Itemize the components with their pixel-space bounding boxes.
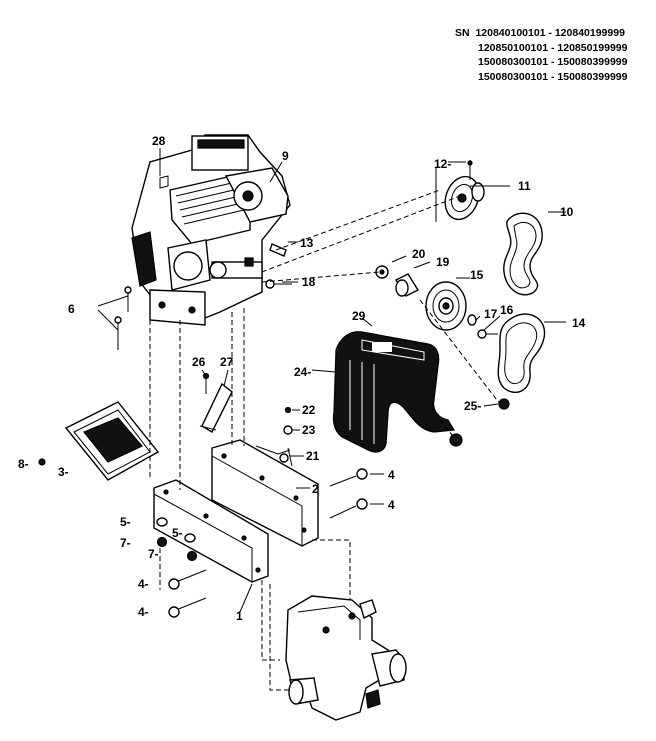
callout-27: 27	[220, 355, 234, 369]
callout-3: 3-	[58, 465, 69, 479]
serial-row-3: 150080300101 - 150080399999	[455, 55, 651, 70]
callout-18: 18	[302, 275, 316, 289]
serial-range: 120850100101 - 120850199999	[478, 41, 628, 54]
callout-17: 17	[484, 307, 498, 321]
callout-4c: 4-	[138, 577, 149, 591]
callout-24: 24-	[294, 365, 311, 379]
serial-range: 120840100101 - 120840199999	[475, 27, 625, 39]
washer-20	[375, 265, 389, 279]
fastener-23	[283, 425, 293, 435]
pin-26	[202, 372, 210, 394]
callout-21: 21	[306, 449, 320, 463]
callout-13: 13	[300, 236, 314, 250]
callout-7b: 7-	[148, 547, 159, 561]
leader-lines	[97, 148, 566, 691]
belt-14	[497, 313, 546, 393]
belt-cover	[332, 331, 456, 453]
callout-1: 1	[236, 609, 243, 623]
callout-4a: 4	[388, 468, 395, 482]
engine-pulley	[444, 160, 485, 221]
serial-row-1: SN 120840100101 - 120840199999	[455, 26, 651, 41]
callout-5a: 5-	[120, 515, 131, 529]
callout-14: 14	[572, 316, 586, 330]
bolt-16	[477, 329, 498, 339]
callout-15: 15	[470, 268, 484, 282]
fastener-18	[265, 279, 292, 289]
callout-29: 29	[352, 309, 366, 323]
callout-20: 20	[412, 247, 426, 261]
fastener-13	[269, 243, 287, 257]
belt-10	[503, 212, 543, 296]
bushing-19	[394, 273, 420, 297]
shield-3	[38, 401, 160, 481]
serial-range: 150080300101 - 150080399999	[478, 56, 628, 68]
bolts-4	[168, 468, 368, 618]
callout-12: 12-	[434, 157, 451, 171]
washers-5	[156, 517, 196, 543]
callout-26: 26	[192, 355, 206, 369]
bolts-6	[114, 286, 132, 350]
callout-6: 6	[68, 302, 75, 316]
callout-5b: 5-	[172, 526, 183, 540]
callout-10: 10	[560, 205, 574, 219]
serial-prefix: SN	[455, 27, 470, 39]
nuts-7	[156, 536, 198, 562]
callout-23: 23	[302, 423, 316, 437]
serial-row-2: 120850100101 - 120850199999	[455, 41, 651, 56]
callout-11: 11	[518, 179, 531, 193]
callout-22: 22	[302, 403, 316, 417]
serial-number-block: SN 120840100101 - 120840199999 120850100…	[455, 26, 651, 84]
callout-8: 8-	[18, 457, 29, 471]
serial-row-4: 150080300101 - 150080399999	[455, 70, 651, 85]
callout-4b: 4	[388, 498, 395, 512]
callout-25: 25-	[464, 399, 481, 413]
key-17	[467, 314, 477, 326]
pulley-15	[425, 281, 467, 331]
frame-plate-2	[211, 439, 319, 547]
frame-plate-1	[153, 479, 269, 583]
fastener-22	[284, 406, 292, 414]
transmission	[285, 595, 407, 721]
serial-range: 150080300101 - 150080399999	[478, 70, 628, 83]
rod-21	[255, 445, 293, 467]
callout-2: 2	[312, 482, 319, 496]
callout-9: 9	[282, 149, 289, 163]
callout-7a: 7-	[120, 536, 131, 550]
bracket-27	[199, 382, 233, 433]
engine-assembly	[131, 134, 291, 326]
callout-labels: 1 2 3- 4 4 4- 4- 5- 5- 6 7- 7- 8- 9 10 1…	[18, 134, 586, 623]
callout-4d: 4-	[138, 605, 149, 619]
callout-19: 19	[436, 255, 450, 269]
callout-28: 28	[152, 134, 166, 148]
callout-16: 16	[500, 303, 514, 317]
